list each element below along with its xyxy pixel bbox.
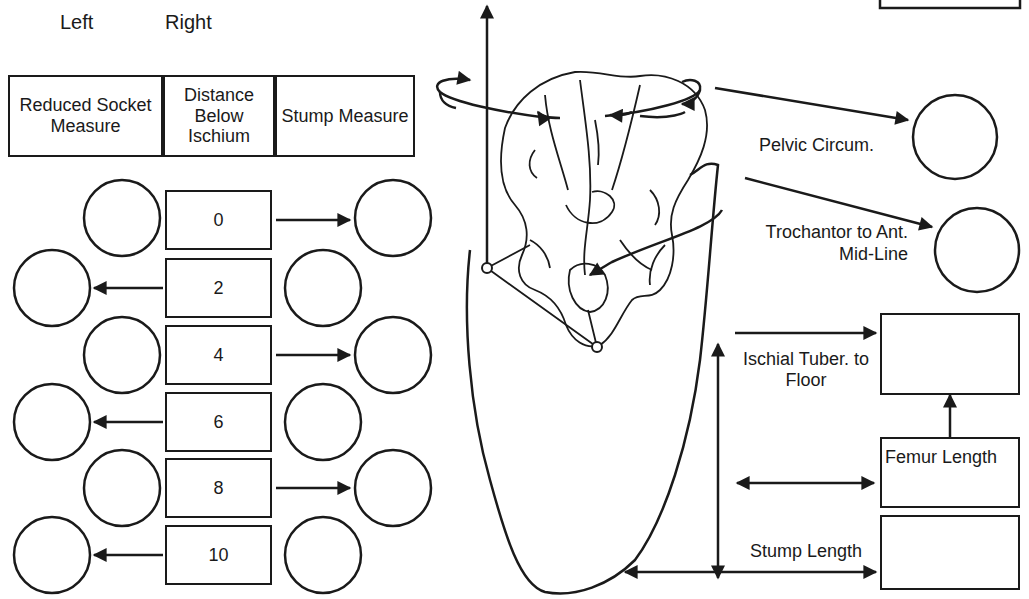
header-cell: Reduced Socket Measure (8, 75, 163, 157)
distance-box: 4 (165, 325, 272, 385)
distance-box: 10 (165, 525, 272, 585)
measure-box: Ischial Tuber. to Floor (880, 313, 1020, 395)
connector-arrow (949, 395, 952, 437)
box-text: 4 (213, 345, 223, 366)
distance-box: 6 (165, 392, 272, 452)
measure-label: Pelvic Circum. (752, 135, 874, 157)
side-label: Right (165, 10, 245, 34)
measure-label: Trochantor to Ant. Mid-Line (738, 222, 908, 265)
side-label: Left (60, 10, 140, 34)
distance-box: 0 (165, 190, 272, 250)
box-text: Stump Length (738, 541, 874, 562)
box-text: Ischial Tuber. to Floor (738, 349, 874, 390)
box-text: 0 (213, 210, 223, 231)
measure-box: Stump Length (880, 515, 1020, 590)
distance-box: 8 (165, 458, 272, 518)
box-text: 2 (213, 278, 223, 299)
header-cell: Distance Below Ischium (163, 75, 275, 157)
box-text: Stump Measure (281, 106, 408, 127)
header-cell: Stump Measure (275, 75, 415, 157)
box-text: 10 (208, 545, 228, 566)
box-text: 6 (213, 412, 223, 433)
distance-box: 2 (165, 258, 272, 318)
measure-box: Femur Length (880, 437, 1020, 508)
box-text: Femur Length (885, 447, 997, 468)
box-text: 8 (213, 478, 223, 499)
box-text: Distance Below Ischium (169, 85, 269, 147)
box-text: Reduced Socket Measure (14, 95, 157, 136)
